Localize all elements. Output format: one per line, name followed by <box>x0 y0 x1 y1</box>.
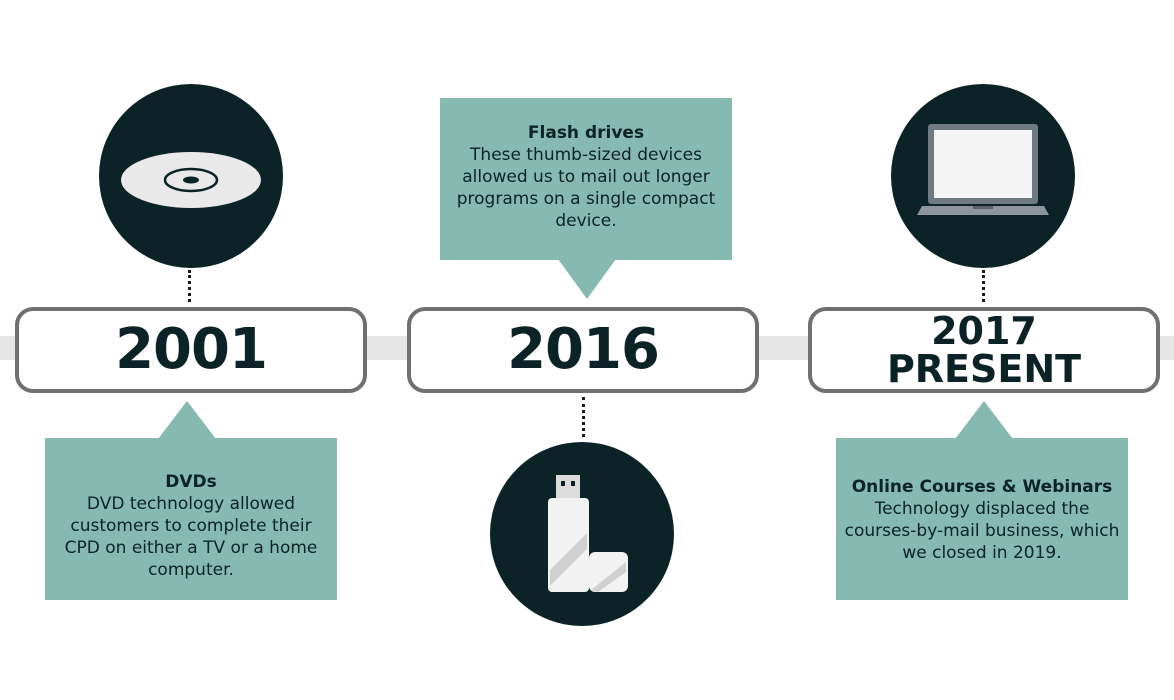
usb-icon-circle <box>490 442 674 626</box>
dvd-disc-icon <box>121 152 261 208</box>
online-courses-card: Online Courses & Webinars Technology dis… <box>836 438 1128 600</box>
card-text: These thumb-sized devices allowed us to … <box>456 145 716 231</box>
year-box-2017-present: 2017 PRESENT <box>808 307 1160 393</box>
card-pointer <box>558 259 616 299</box>
connector-dots <box>982 270 985 302</box>
laptop-icon-circle <box>891 84 1075 268</box>
card-title: Flash drives <box>527 123 645 143</box>
dvd-icon-circle <box>99 84 283 268</box>
card-text: Technology displaced the courses-by-mail… <box>844 499 1120 563</box>
card-pointer <box>955 401 1013 439</box>
card-title: Online Courses & Webinars <box>851 477 1113 497</box>
year-label: 2001 <box>115 317 268 382</box>
card-text: DVD technology allowed customers to comp… <box>64 494 318 580</box>
usb-flash-drive-icon <box>548 475 628 592</box>
card-title: DVDs <box>165 472 217 492</box>
laptop-icon <box>917 124 1049 215</box>
year-box-2001: 2001 <box>15 307 367 393</box>
dvd-card: DVDs DVD technology allowed customers to… <box>45 438 337 600</box>
year-box-2016: 2016 <box>407 307 759 393</box>
connector-dots <box>188 270 191 302</box>
card-pointer <box>158 401 216 439</box>
flash-drive-card: Flash drives These thumb-sized devices a… <box>440 98 732 260</box>
connector-dots <box>582 397 585 437</box>
year-label: 2017 <box>931 309 1037 353</box>
year-label-present: PRESENT <box>886 347 1082 391</box>
year-label: 2016 <box>507 317 660 382</box>
